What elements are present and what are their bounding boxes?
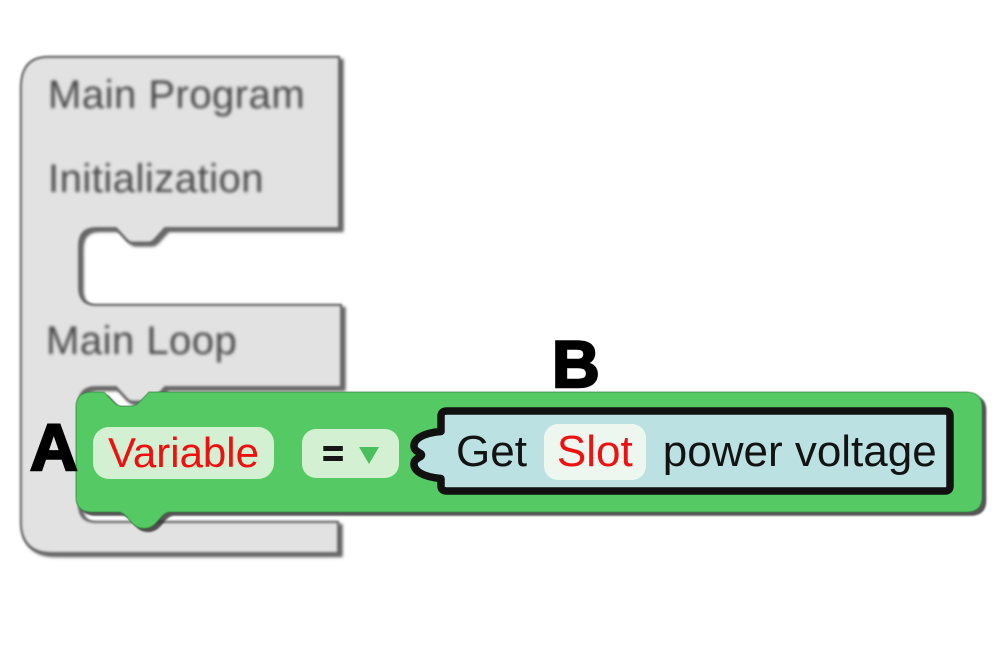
power-voltage-label: power voltage	[662, 427, 937, 476]
main-program-title: Main Program	[48, 73, 306, 117]
operator-dropdown-field[interactable]: =	[302, 429, 399, 478]
annotation-label-b: B	[551, 327, 601, 401]
value-block-content: Get Slot power voltage	[456, 424, 937, 480]
slot-field-label: Slot	[556, 427, 633, 476]
get-label: Get	[456, 427, 527, 476]
equals-label: =	[322, 432, 345, 474]
annotation-label-a: A	[29, 410, 79, 484]
dropdown-arrow-icon	[358, 447, 379, 464]
initialization-label: Initialization	[48, 157, 265, 201]
variable-dropdown-field[interactable]: Variable	[93, 427, 274, 479]
variable-field-label: Variable	[108, 429, 259, 476]
slot-dropdown-field[interactable]: Slot	[543, 424, 646, 480]
main-loop-label: Main Loop	[46, 319, 238, 363]
